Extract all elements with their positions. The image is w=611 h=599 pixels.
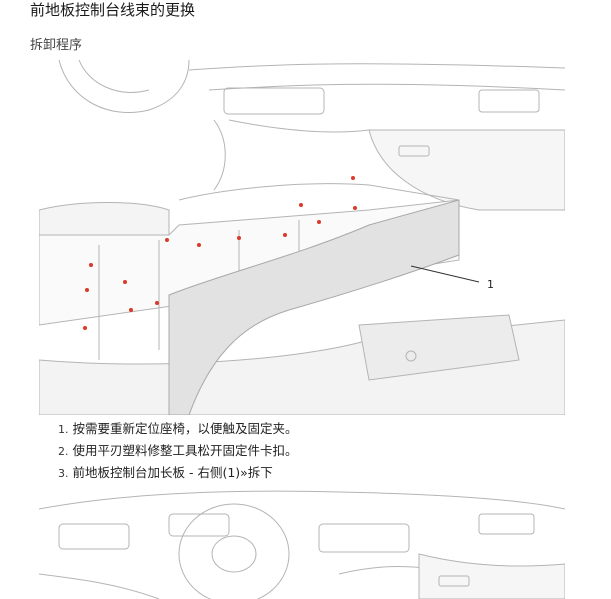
dashboard-top-edge — [39, 490, 565, 510]
clip-marker — [165, 238, 169, 242]
step-text: 按需要重新定位座椅，以便触及固定夹。 — [72, 421, 298, 436]
procedure-step: 1.按需要重新定位座椅，以便触及固定夹。 — [58, 418, 298, 440]
step-text: 前地板控制台加长板 - 右侧(1)»拆下 — [72, 465, 273, 480]
page-title: 前地板控制台线束的更换 — [30, 1, 196, 19]
steering-wheel-hub — [211, 535, 257, 573]
floor-mat — [358, 314, 520, 381]
procedure-step: 2.使用平刃塑料修整工具松开固定件卡扣。 — [58, 440, 298, 462]
dashboard-line-art — [39, 490, 565, 599]
clip-marker — [129, 308, 133, 312]
procedure-steps: 1.按需要重新定位座椅，以便触及固定夹。 2.使用平刃塑料修整工具松开固定件卡扣… — [58, 418, 298, 484]
procedure-step: 3.前地板控制台加长板 - 右侧(1)»拆下 — [58, 462, 298, 484]
floor-plug — [405, 350, 417, 362]
glove-box — [418, 553, 565, 599]
steering-wheel-inner — [78, 60, 150, 93]
glove-box-handle — [398, 145, 430, 157]
step-text: 使用平刃塑料修整工具松开固定件卡扣。 — [72, 443, 298, 458]
console-line-art: 1 — [39, 60, 565, 415]
right-air-vent — [478, 89, 540, 113]
clip-marker — [155, 301, 159, 305]
clip-marker — [197, 243, 201, 247]
instrument-cluster — [168, 513, 230, 537]
clip-marker — [123, 280, 127, 284]
steering-wheel-outline — [178, 503, 290, 599]
center-display — [318, 523, 410, 553]
clip-marker — [353, 206, 357, 210]
clip-marker — [85, 288, 89, 292]
clip-marker — [237, 236, 241, 240]
clip-marker — [299, 203, 303, 207]
glove-box — [368, 129, 565, 211]
clip-marker — [89, 263, 93, 267]
console-extension-panel-right — [168, 199, 460, 415]
glove-box-handle — [438, 575, 470, 587]
step-number: 1. — [58, 423, 69, 436]
clip-marker — [317, 220, 321, 224]
center-display-frame — [223, 87, 325, 115]
armrest — [39, 202, 170, 236]
step-number: 2. — [58, 445, 69, 458]
door-trim — [39, 573, 160, 599]
callout-leader-line — [410, 265, 480, 283]
left-air-vent — [58, 523, 130, 550]
steering-wheel-outline — [58, 60, 190, 114]
clip-marker — [283, 233, 287, 237]
right-air-vent — [478, 513, 535, 535]
callout-label-1: 1 — [487, 278, 494, 291]
illustration-dashboard-overview — [39, 484, 565, 599]
center-stack-lower — [228, 119, 370, 133]
clip-marker — [83, 326, 87, 330]
console-upper-edge — [178, 183, 460, 201]
retainer-clip-markers — [83, 176, 357, 330]
illustration-console-extension-panel: 1 — [39, 60, 565, 415]
clip-marker — [351, 176, 355, 180]
gear-shifter — [213, 119, 226, 191]
dashboard-mid-edge — [208, 83, 565, 91]
dashboard-top-edge — [188, 63, 565, 71]
section-heading: 拆卸程序 — [30, 38, 83, 53]
step-number: 3. — [58, 467, 69, 480]
